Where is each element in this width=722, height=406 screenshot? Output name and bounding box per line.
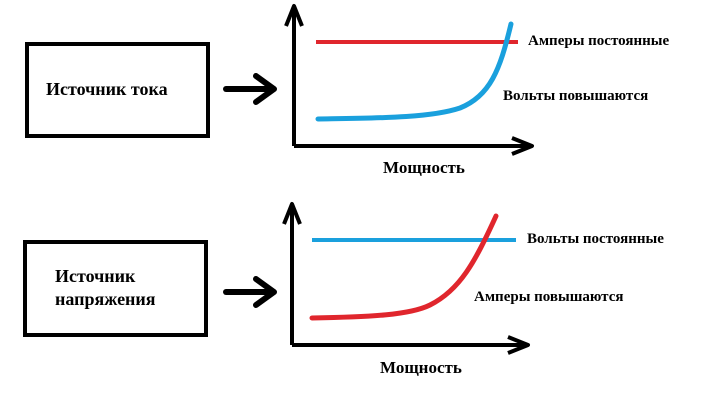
right-arrow-icon [223, 73, 277, 105]
current-source-box [25, 42, 210, 138]
rising-curve-label: Амперы повышаются [474, 289, 624, 305]
x-axis-label: Мощность [383, 158, 465, 177]
current-source-label: Источник тока [46, 79, 168, 99]
right-arrow-icon [223, 276, 277, 308]
voltage-source-box [23, 240, 208, 337]
x-axis-label: Мощность [380, 358, 462, 377]
axis-arrow-icon [284, 4, 534, 156]
axis-arrow-icon [282, 202, 530, 355]
current-rising-curve [309, 213, 499, 321]
voltage-rising-curve [315, 21, 514, 122]
rising-curve-label: Вольты повышаются [503, 88, 649, 104]
flat-line-label: Амперы постоянные [528, 33, 670, 49]
voltage-source-label-line1: Источник [55, 266, 136, 286]
voltage-source-label-line2: напряжения [55, 289, 156, 309]
flat-line-label: Вольты постоянные [527, 231, 664, 247]
